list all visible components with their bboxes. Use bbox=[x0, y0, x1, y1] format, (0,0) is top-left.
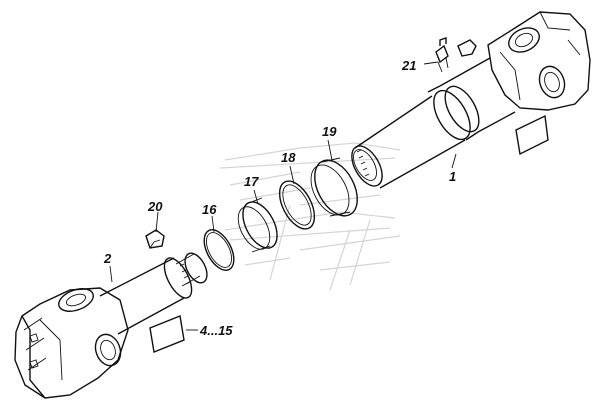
shaft-upper-part-1 bbox=[351, 11, 591, 189]
ring-part-17 bbox=[237, 197, 278, 253]
callout-20: 20 bbox=[147, 199, 163, 214]
ring-part-18 bbox=[278, 180, 316, 230]
callout-1: 1 bbox=[449, 169, 456, 184]
clip-part-20 bbox=[145, 229, 165, 249]
callout-17: 17 bbox=[244, 174, 259, 189]
clip-upper bbox=[457, 39, 477, 57]
watermark-logo bbox=[219, 142, 401, 291]
seal-part-19 bbox=[310, 157, 358, 217]
snap-ring-part-16 bbox=[203, 229, 235, 271]
callout-16: 16 bbox=[202, 202, 217, 217]
callout-19: 19 bbox=[322, 124, 337, 139]
callout-21: 21 bbox=[401, 58, 416, 73]
leader-lines bbox=[109, 61, 457, 331]
callout-4-15: 4...15 bbox=[199, 323, 233, 338]
callout-2: 2 bbox=[103, 251, 112, 266]
grease-fitting-part-21 bbox=[435, 37, 449, 73]
callout-18: 18 bbox=[281, 150, 296, 165]
shaft-lower-part-2 bbox=[14, 252, 208, 399]
